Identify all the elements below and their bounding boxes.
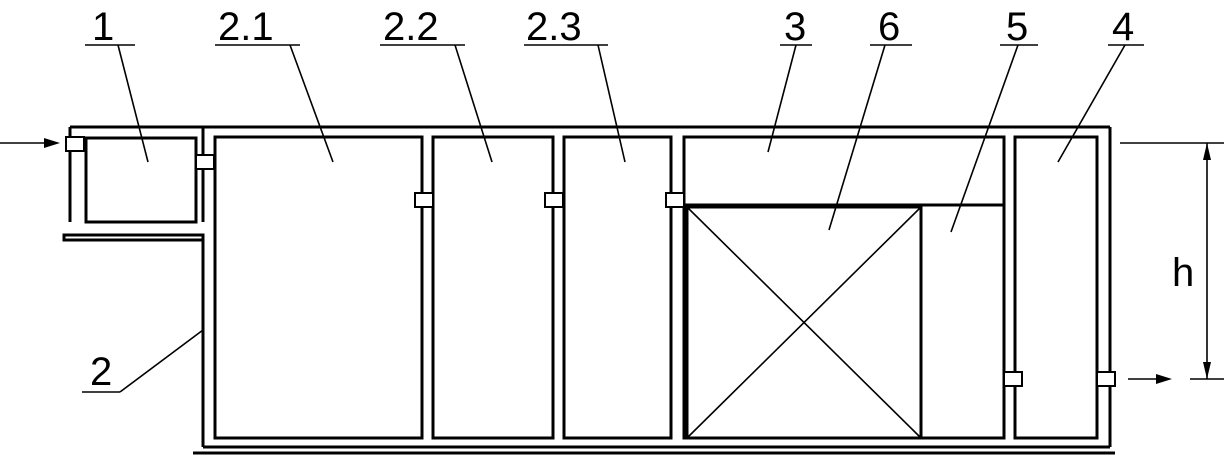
chamber-2-2 <box>431 135 555 440</box>
pipe-connector-2-2-2-3 <box>544 192 564 208</box>
inlet-arrow-icon <box>0 138 60 148</box>
leader-lines <box>82 44 1144 393</box>
side-plate <box>62 233 205 242</box>
label-6: 6 <box>878 5 900 49</box>
filter-media-6 <box>685 205 923 440</box>
inlet-pipe-connector <box>65 136 85 152</box>
chamber-2-3 <box>562 135 673 440</box>
pipe-connector-2-3-3 <box>665 192 685 208</box>
outlet-pipe-connector <box>1096 371 1116 387</box>
pipe-connector-1-2-1 <box>195 154 215 170</box>
label-1: 1 <box>92 5 114 49</box>
outer-tank-wall <box>68 125 1112 449</box>
outlet-arrow-icon <box>1128 374 1172 384</box>
chamber-2-1 <box>213 135 424 440</box>
label-2-1: 2.1 <box>218 5 274 49</box>
label-4: 4 <box>1112 5 1134 49</box>
label-5: 5 <box>1006 5 1028 49</box>
label-2: 2 <box>90 350 112 394</box>
inlet-chamber-1 <box>84 136 198 224</box>
pipe-connector-5-4 <box>1003 371 1023 387</box>
height-dimension <box>1120 142 1224 380</box>
label-2-3: 2.3 <box>526 5 582 49</box>
chamber-4 <box>1013 135 1099 440</box>
label-h: h <box>1172 251 1194 295</box>
label-2-2: 2.2 <box>383 5 439 49</box>
label-3: 3 <box>784 5 806 49</box>
pipe-connector-2-1-2-2 <box>414 192 434 208</box>
